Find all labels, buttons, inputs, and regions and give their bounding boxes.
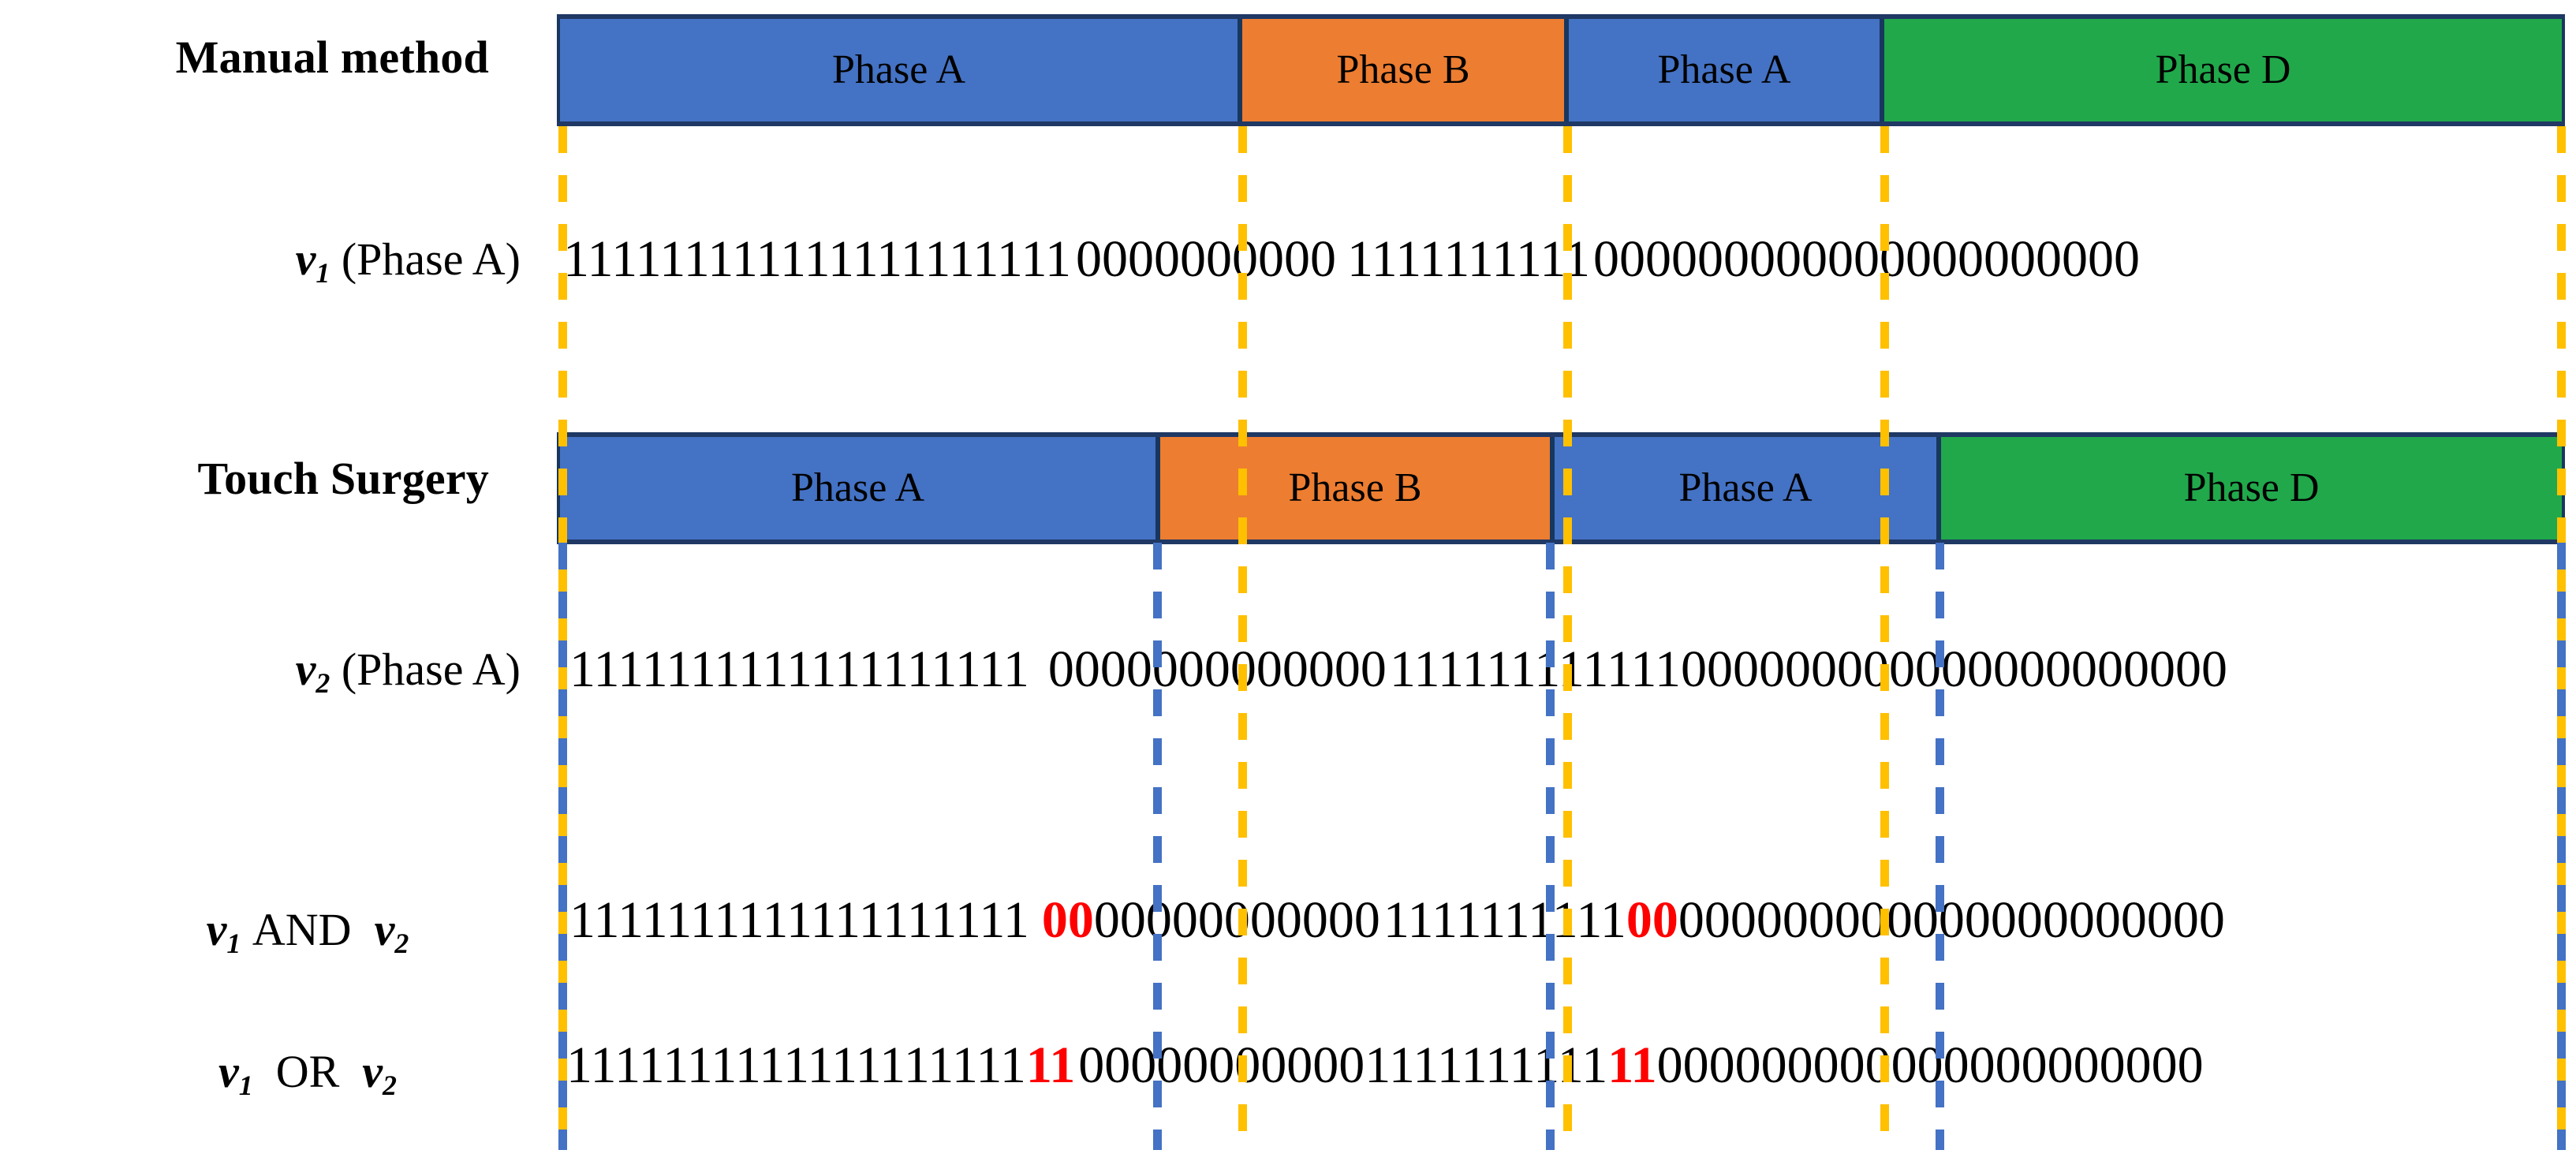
guide-touch-boundary-4 (2557, 543, 2566, 1150)
or-operator: OR (275, 1046, 340, 1097)
guide-manual-boundary-3 (1880, 126, 1889, 1152)
bits-or-group-5: 000000000000000000000 (1656, 1036, 2204, 1094)
bits-and-group-5: 000000000000000000000 (1678, 891, 2225, 949)
bits-or-group-4: 11 (1607, 1036, 1657, 1094)
or-bit-string: 1111111111111111111110000000000011111111… (566, 1040, 2204, 1092)
bits-and-group-2: 00000000000 (1093, 891, 1380, 949)
v1-label-suffix: (Phase A) (330, 233, 521, 285)
or-row-label: v1 OR v2 (87, 1049, 528, 1100)
v2-label-suffix: (Phase A) (330, 644, 521, 695)
and-subscript-1: 1 (226, 928, 241, 960)
touch-surgery-timeline-bar: Phase A Phase B Phase A Phase D (557, 432, 2565, 544)
v2-row-label: v2 (Phase A) (95, 647, 521, 698)
and-variable-2: v (374, 904, 395, 955)
guide-manual-boundary-2 (1563, 126, 1572, 1152)
touch-surgery-label: Touch Surgery (197, 453, 489, 504)
v1-variable-symbol: v (295, 233, 316, 285)
bits-or-group-1: 11 (1025, 1036, 1076, 1094)
bits-and-group-0: 1111111111111111111 (569, 891, 1029, 949)
manual-segment-2[interactable]: Phase B (1240, 19, 1566, 121)
guide-touch-boundary-1 (1153, 543, 1162, 1150)
bits-and-group-3: 1111111111 (1383, 891, 1626, 949)
v1-subscript: 1 (315, 257, 330, 289)
bits-and-group-1: 00 (1041, 891, 1094, 949)
bits-v2-group-1: 0000000000000 (1047, 640, 1387, 698)
manual-method-label: Manual method (175, 32, 489, 83)
touch-segment-1[interactable]: Phase A (557, 437, 1158, 540)
or-subscript-2: 2 (383, 1070, 398, 1102)
guide-touch-boundary-2 (1546, 543, 1555, 1150)
bits-v1-group-0: 111111111111111111111 (563, 230, 1072, 288)
or-subscript-1: 1 (238, 1070, 253, 1102)
touch-segment-4[interactable]: Phase D (1939, 437, 2565, 540)
manual-method-timeline-bar: Phase A Phase B Phase A Phase D (557, 14, 2565, 126)
guide-manual-boundary-1 (1238, 126, 1247, 1152)
bits-v1-group-1: 0000000000 (1076, 230, 1337, 288)
touch-segment-2[interactable]: Phase B (1158, 437, 1552, 540)
and-row-label: v1 AND v2 (87, 907, 528, 958)
v1-row-label: v1 (Phase A) (95, 237, 521, 288)
bits-v2-group-2: 111111111111 (1389, 640, 1681, 698)
manual-segment-4[interactable]: Phase D (1882, 19, 2565, 121)
bits-and-group-4: 00 (1626, 891, 1678, 949)
guide-touch-boundary-0 (558, 543, 567, 1150)
touch-segment-3[interactable]: Phase A (1552, 437, 1939, 540)
manual-segment-1[interactable]: Phase A (557, 19, 1240, 121)
bits-or-group-0: 1111111111111111111 (566, 1036, 1026, 1094)
bits-v1-group-3: 000000000000000000000 (1592, 230, 2140, 288)
bits-v2-group-3: 000000000000000000000 (1680, 640, 2227, 698)
bits-v2-group-0: 1111111111111111111 (569, 640, 1029, 698)
and-subscript-2: 2 (394, 928, 409, 960)
guide-touch-boundary-3 (1936, 543, 1944, 1150)
and-operator: AND (252, 904, 352, 955)
or-variable-1: v (218, 1046, 239, 1097)
v2-subscript: 2 (315, 667, 330, 700)
bits-or-group-2: 00000000000 (1078, 1036, 1365, 1094)
manual-segment-3[interactable]: Phase A (1566, 19, 1882, 121)
and-variable-1: v (206, 904, 227, 955)
v2-variable-symbol: v (295, 644, 316, 695)
bits-v1-group-2: 1111111111 (1347, 230, 1590, 288)
or-variable-2: v (362, 1046, 383, 1097)
